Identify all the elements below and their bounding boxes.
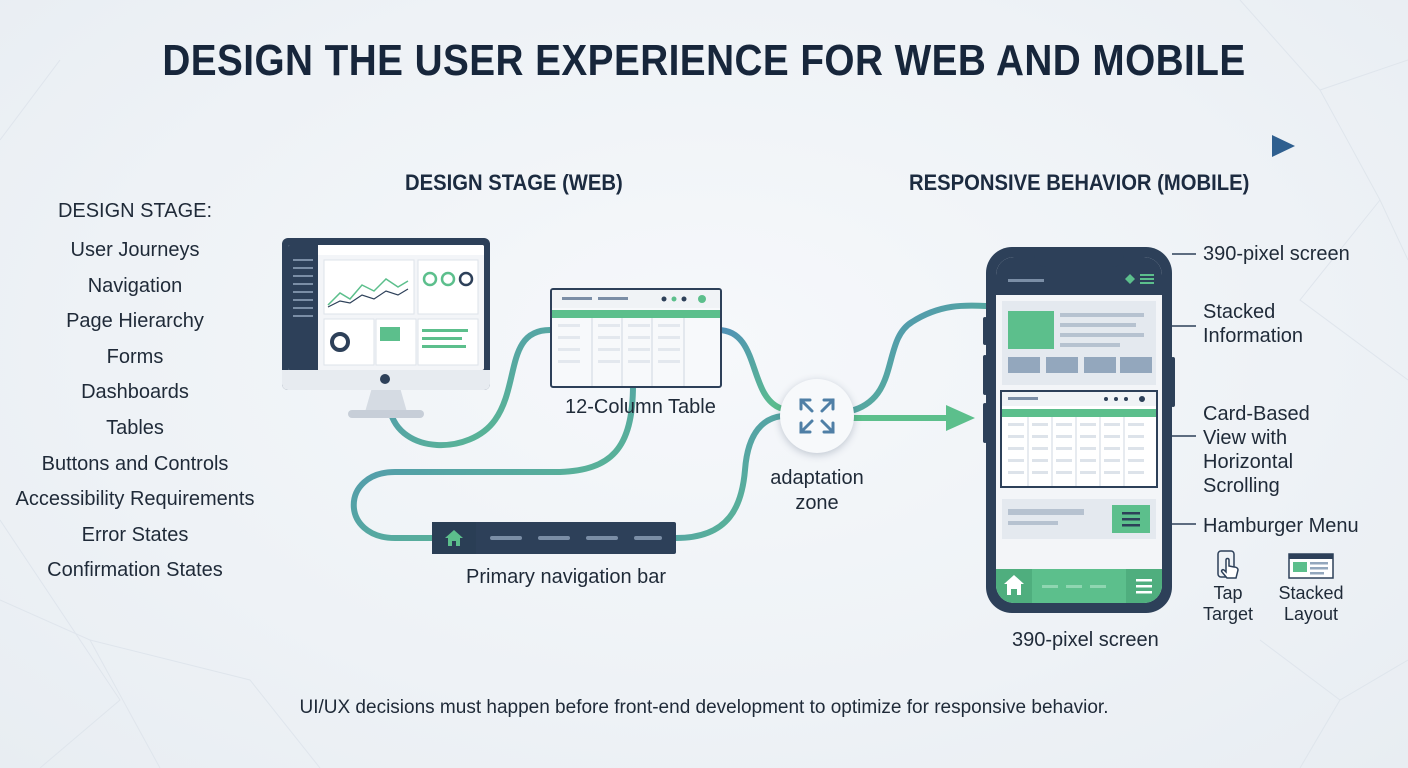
phone-screen-label-bottom: 390-pixel screen [1012,629,1159,651]
table-label: 12-Column Table [565,396,716,418]
list-item: Accessibility Requirements [15,488,255,511]
desktop-monitor [282,238,490,390]
home-icon [432,522,476,554]
connector-table-nav [350,382,636,541]
monitor-stand [365,390,407,412]
list-item: User Journeys [70,239,200,261]
tap-target-label: Tap Target [1202,583,1254,624]
list-item: Confirmation States [47,559,223,582]
list-item: Tables [106,416,164,439]
phone-screen [996,257,1162,603]
design-stage-header: DESIGN STAGE: [57,200,213,222]
dashboard-screen [288,245,484,370]
hamburger-menu-label: Hamburger Menu [1203,515,1359,537]
stacked-information-label: Stacked Information [1203,301,1304,347]
table-illustration [552,290,720,386]
list-item: Buttons and Controls [41,452,229,475]
stacked-layout-label: Stacked Layout [1278,583,1344,624]
monitor-base [348,410,424,418]
list-item: Dashboards [81,381,189,404]
list-item: Forms [106,345,164,368]
card-view-label: Card-Based View with Horizontal Scrollin… [1203,403,1310,497]
navigation-label: Primary navigation bar [466,566,667,588]
dashboard-illustration [288,245,484,370]
stacked-layout-icon [1288,553,1334,579]
mobile-phone [983,247,1175,613]
connector-adapt-phone-top [851,302,989,413]
adaptation-label: adaptation zone [770,467,864,514]
timeline-arrowhead [1272,135,1295,157]
web-column-heading: DESIGN STAGE (WEB) [405,170,623,195]
twelve-column-table [550,288,722,388]
adaptation-zone-node [780,379,854,453]
list-item: Page Hierarchy [66,310,204,333]
list-item: Navigation [87,274,183,297]
footer-note: UI/UX decisions must happen before front… [299,697,1109,718]
connector-table-adapt [715,327,783,411]
connector-nav-adapt [673,413,785,541]
design-stage-list: DESIGN STAGE: User Journeys Navigation P… [10,200,260,589]
mobile-column-heading: RESPONSIVE BEHAVIOR (MOBILE) [909,170,1250,195]
expand-arrows-icon [799,398,835,434]
list-item: Error States [81,523,189,546]
primary-navigation-bar [432,522,676,554]
connector-monitor-table [387,327,553,449]
tap-hand-icon [1217,550,1239,579]
phone-screen-illustration [996,257,1162,603]
page-title: DESIGN THE USER EXPERIENCE FOR WEB AND M… [162,36,1246,85]
adapt-arrowhead [946,405,975,431]
phone-screen-label-top: 390-pixel screen [1203,243,1350,265]
